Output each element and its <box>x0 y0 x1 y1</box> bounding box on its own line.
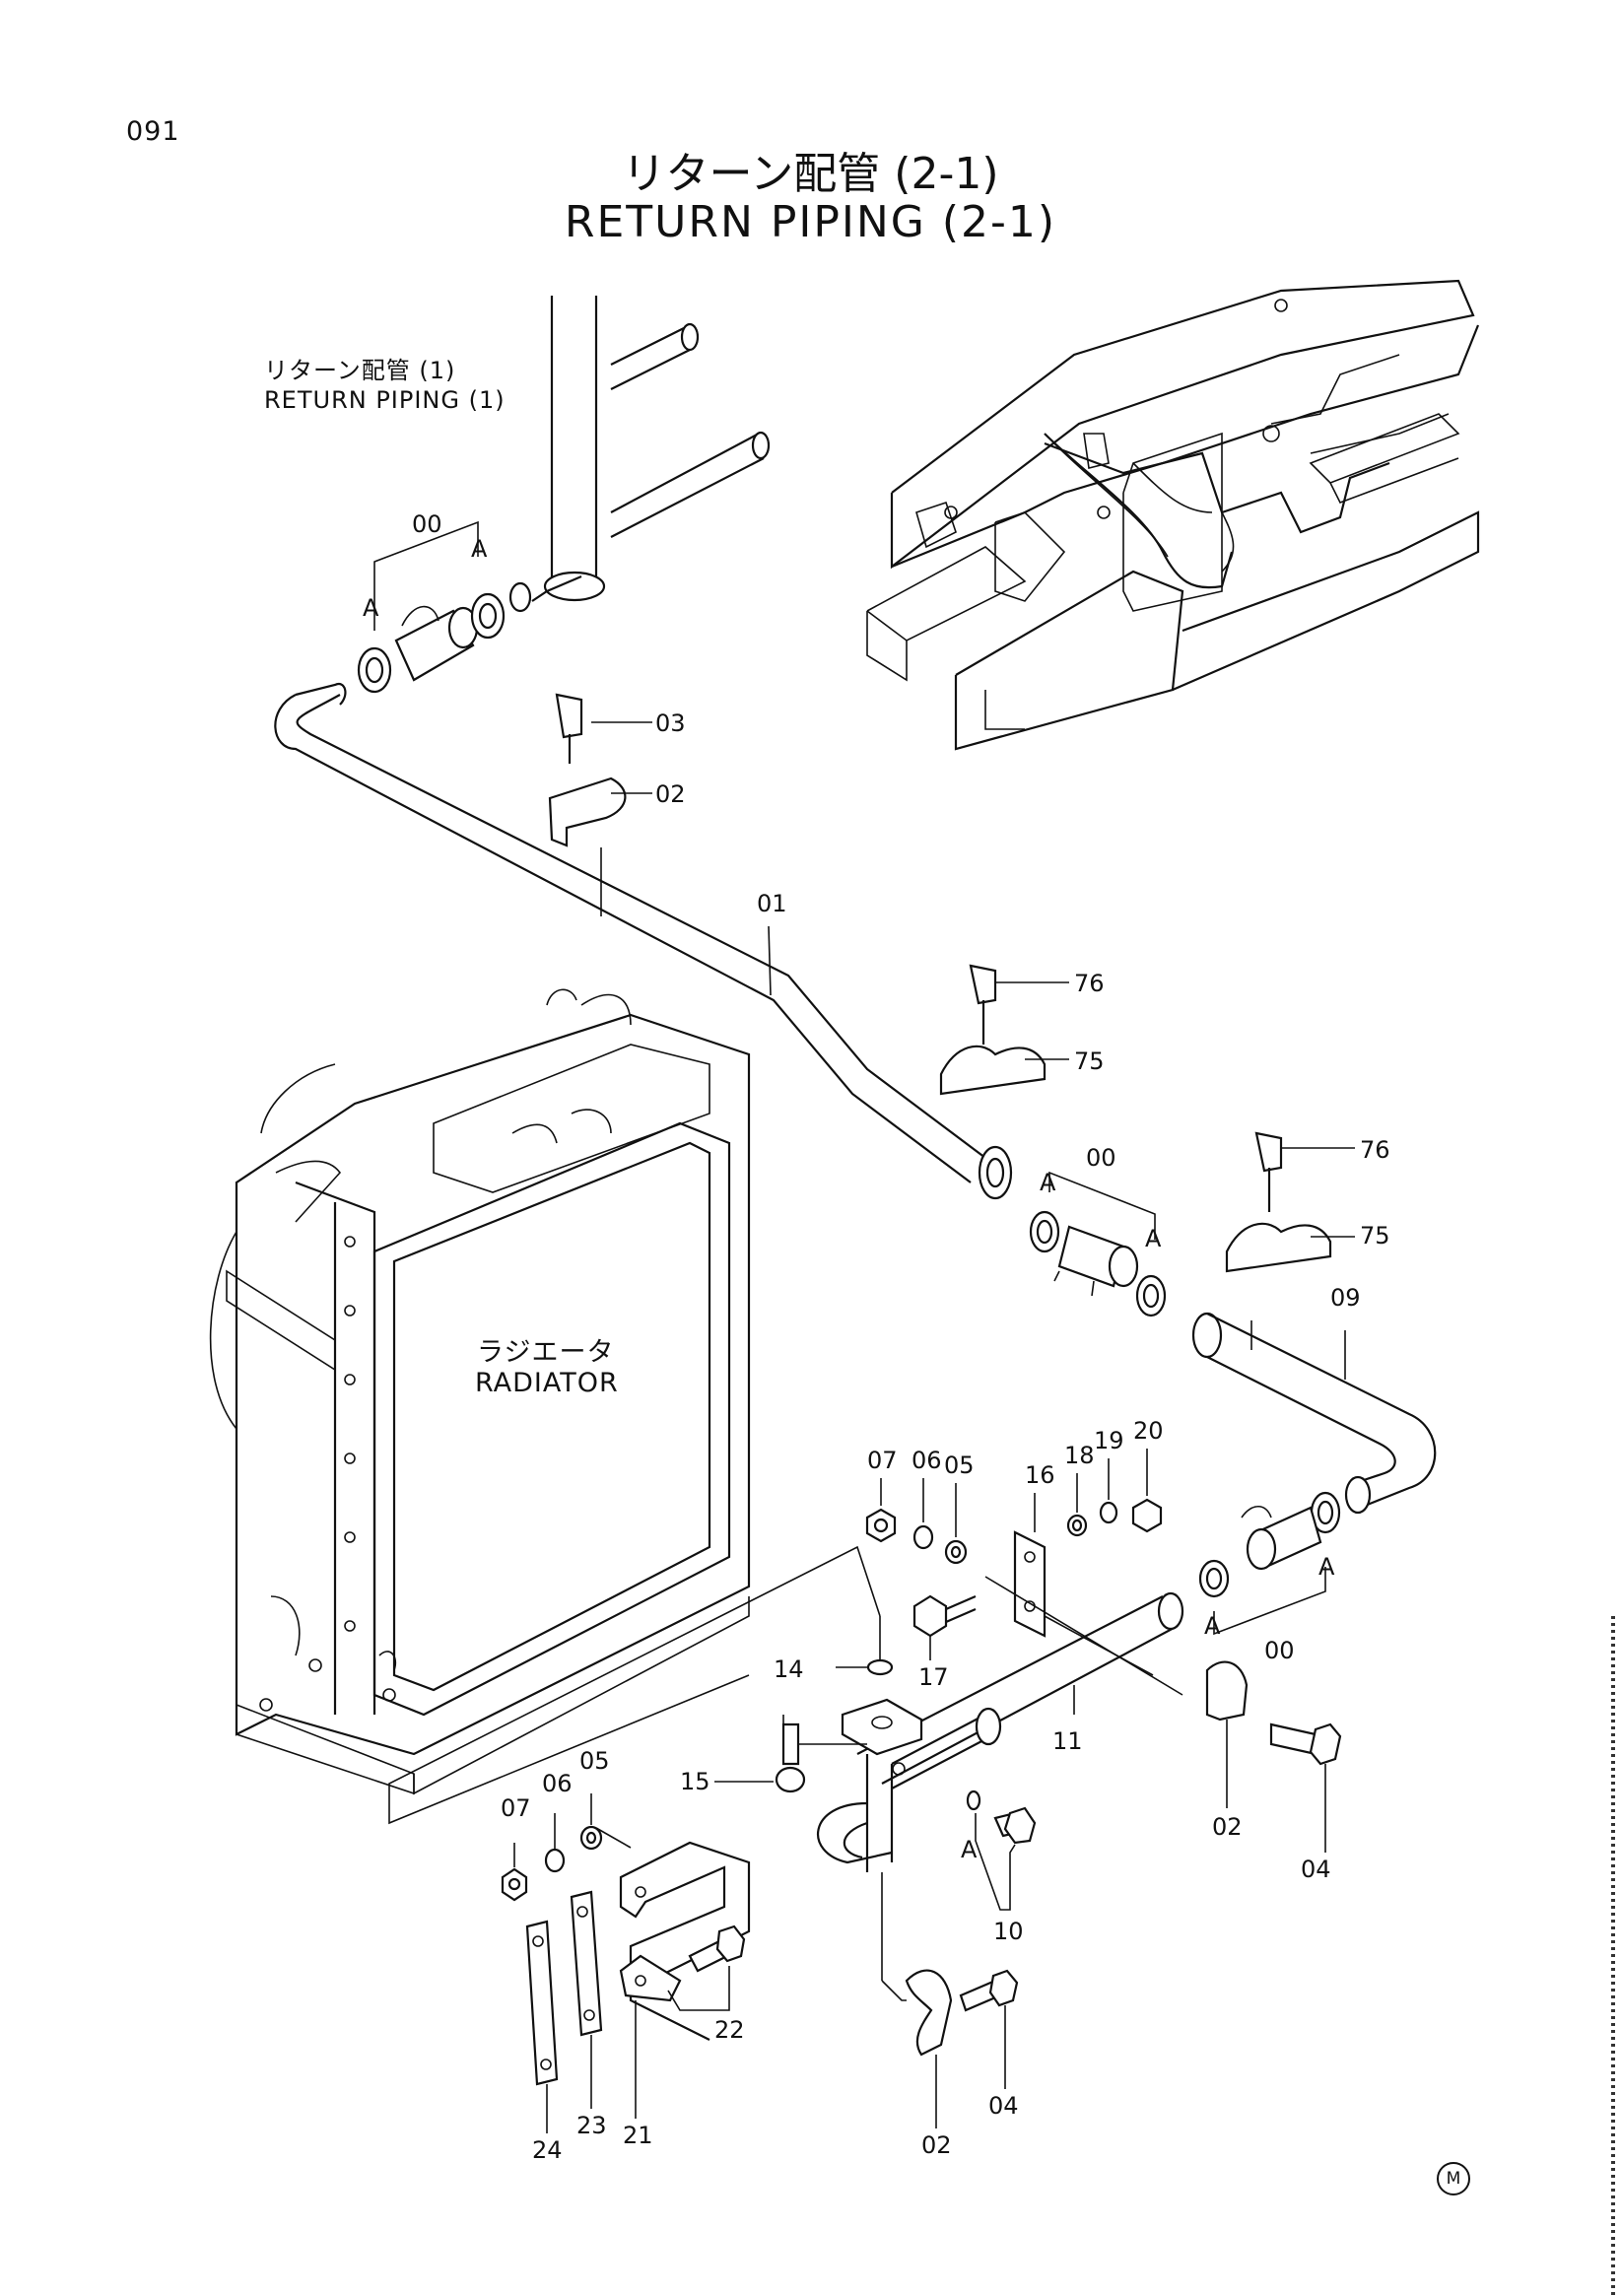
hose-09 <box>1191 1312 1437 1515</box>
callout-06: 06 <box>912 1447 942 1474</box>
callout-14: 14 <box>774 1655 804 1683</box>
plate-24 <box>525 1920 559 2133</box>
callout-24: 24 <box>532 2136 563 2164</box>
upper-hose-assembly <box>357 520 506 694</box>
clamp-02-bolt-04-bottom <box>905 1969 1019 2128</box>
bolt-15 <box>714 1722 806 1793</box>
plug-14 <box>388 1545 894 1825</box>
callout-21: 21 <box>623 2122 653 2149</box>
callout-20: 20 <box>1133 1417 1164 1445</box>
radiator-label-en: RADIATOR <box>475 1368 619 1398</box>
callout-06: 06 <box>542 1770 573 1797</box>
callout-04: 04 <box>1301 1856 1331 1883</box>
reference-label-en: RETURN PIPING (1) <box>264 386 506 414</box>
callout-07: 07 <box>501 1794 531 1822</box>
diagram-title-jp: リターン配管 (2-1) <box>622 149 999 199</box>
callout-75: 75 <box>1074 1047 1105 1075</box>
callout-22: 22 <box>714 2016 745 2044</box>
callout-a: A <box>961 1836 978 1863</box>
bolt-22 <box>667 1925 746 2011</box>
callout-04: 04 <box>988 2092 1019 2120</box>
plate-23 <box>570 1890 603 2109</box>
clamp-02-bolt-03 <box>548 693 652 847</box>
callout-a: A <box>1318 1553 1335 1581</box>
bracket-21 <box>595 1827 751 2119</box>
callout-17: 17 <box>918 1663 949 1691</box>
callout-10: 10 <box>993 1918 1024 1945</box>
return-pipe-01 <box>274 682 1013 1200</box>
callout-a: A <box>1040 1169 1056 1196</box>
machine-frame <box>866 279 1480 751</box>
middle-hose-assembly <box>1029 1171 1167 1317</box>
lower-hose-assembly <box>1198 1491 1341 1636</box>
callout-23: 23 <box>576 2112 607 2139</box>
callout-00: 00 <box>1086 1144 1116 1172</box>
diagram-title-en: RETURN PIPING (2-1) <box>564 197 1057 247</box>
callout-00: 00 <box>412 510 442 538</box>
callout-75: 75 <box>1360 1222 1390 1249</box>
callout-02: 02 <box>655 780 686 808</box>
callout-07: 07 <box>867 1447 898 1474</box>
callout-a: A <box>363 594 379 622</box>
fasteners-05-06-07-lower <box>501 1793 603 1902</box>
page-number: 091 <box>126 116 180 147</box>
callout-01: 01 <box>757 890 787 917</box>
page-edge-mark <box>1611 1616 1615 2296</box>
bracket-fasteners <box>865 1449 1183 1696</box>
callout-a: A <box>1145 1225 1162 1252</box>
radiator-assembly <box>209 988 751 1795</box>
callout-00: 00 <box>1264 1637 1295 1664</box>
radiator-label-jp: ラジエータ <box>477 1337 615 1368</box>
reference-label-jp: リターン配管 (1) <box>264 357 456 384</box>
callout-76: 76 <box>1074 970 1105 997</box>
return-pipe-11 <box>782 1591 1184 2001</box>
callout-a: A <box>1204 1612 1221 1640</box>
callout-09: 09 <box>1330 1284 1361 1312</box>
m-marker: M <box>1437 2162 1470 2195</box>
fitting-10 <box>966 1790 1037 1911</box>
callout-15: 15 <box>680 1768 710 1795</box>
callout-76: 76 <box>1360 1136 1390 1164</box>
callout-16: 16 <box>1025 1461 1055 1489</box>
callout-02: 02 <box>1212 1813 1243 1841</box>
callout-labels: 00 A A 03 02 01 76 75 00 A A 76 75 09 07… <box>363 510 1390 2164</box>
callout-02: 02 <box>921 2131 952 2159</box>
callout-05: 05 <box>944 1452 975 1479</box>
callout-19: 19 <box>1094 1427 1124 1454</box>
clamp-75-bolt-76-left <box>939 964 1069 1096</box>
callout-05: 05 <box>579 1747 610 1775</box>
clamp-75-bolt-76-right <box>1225 1131 1355 1273</box>
callout-03: 03 <box>655 709 686 737</box>
clamp-02-bolt-04-right <box>1205 1660 1342 1853</box>
callout-18: 18 <box>1064 1442 1095 1469</box>
callout-a: A <box>471 535 488 563</box>
vertical-pipes <box>508 296 771 613</box>
callout-11: 11 <box>1052 1727 1083 1755</box>
